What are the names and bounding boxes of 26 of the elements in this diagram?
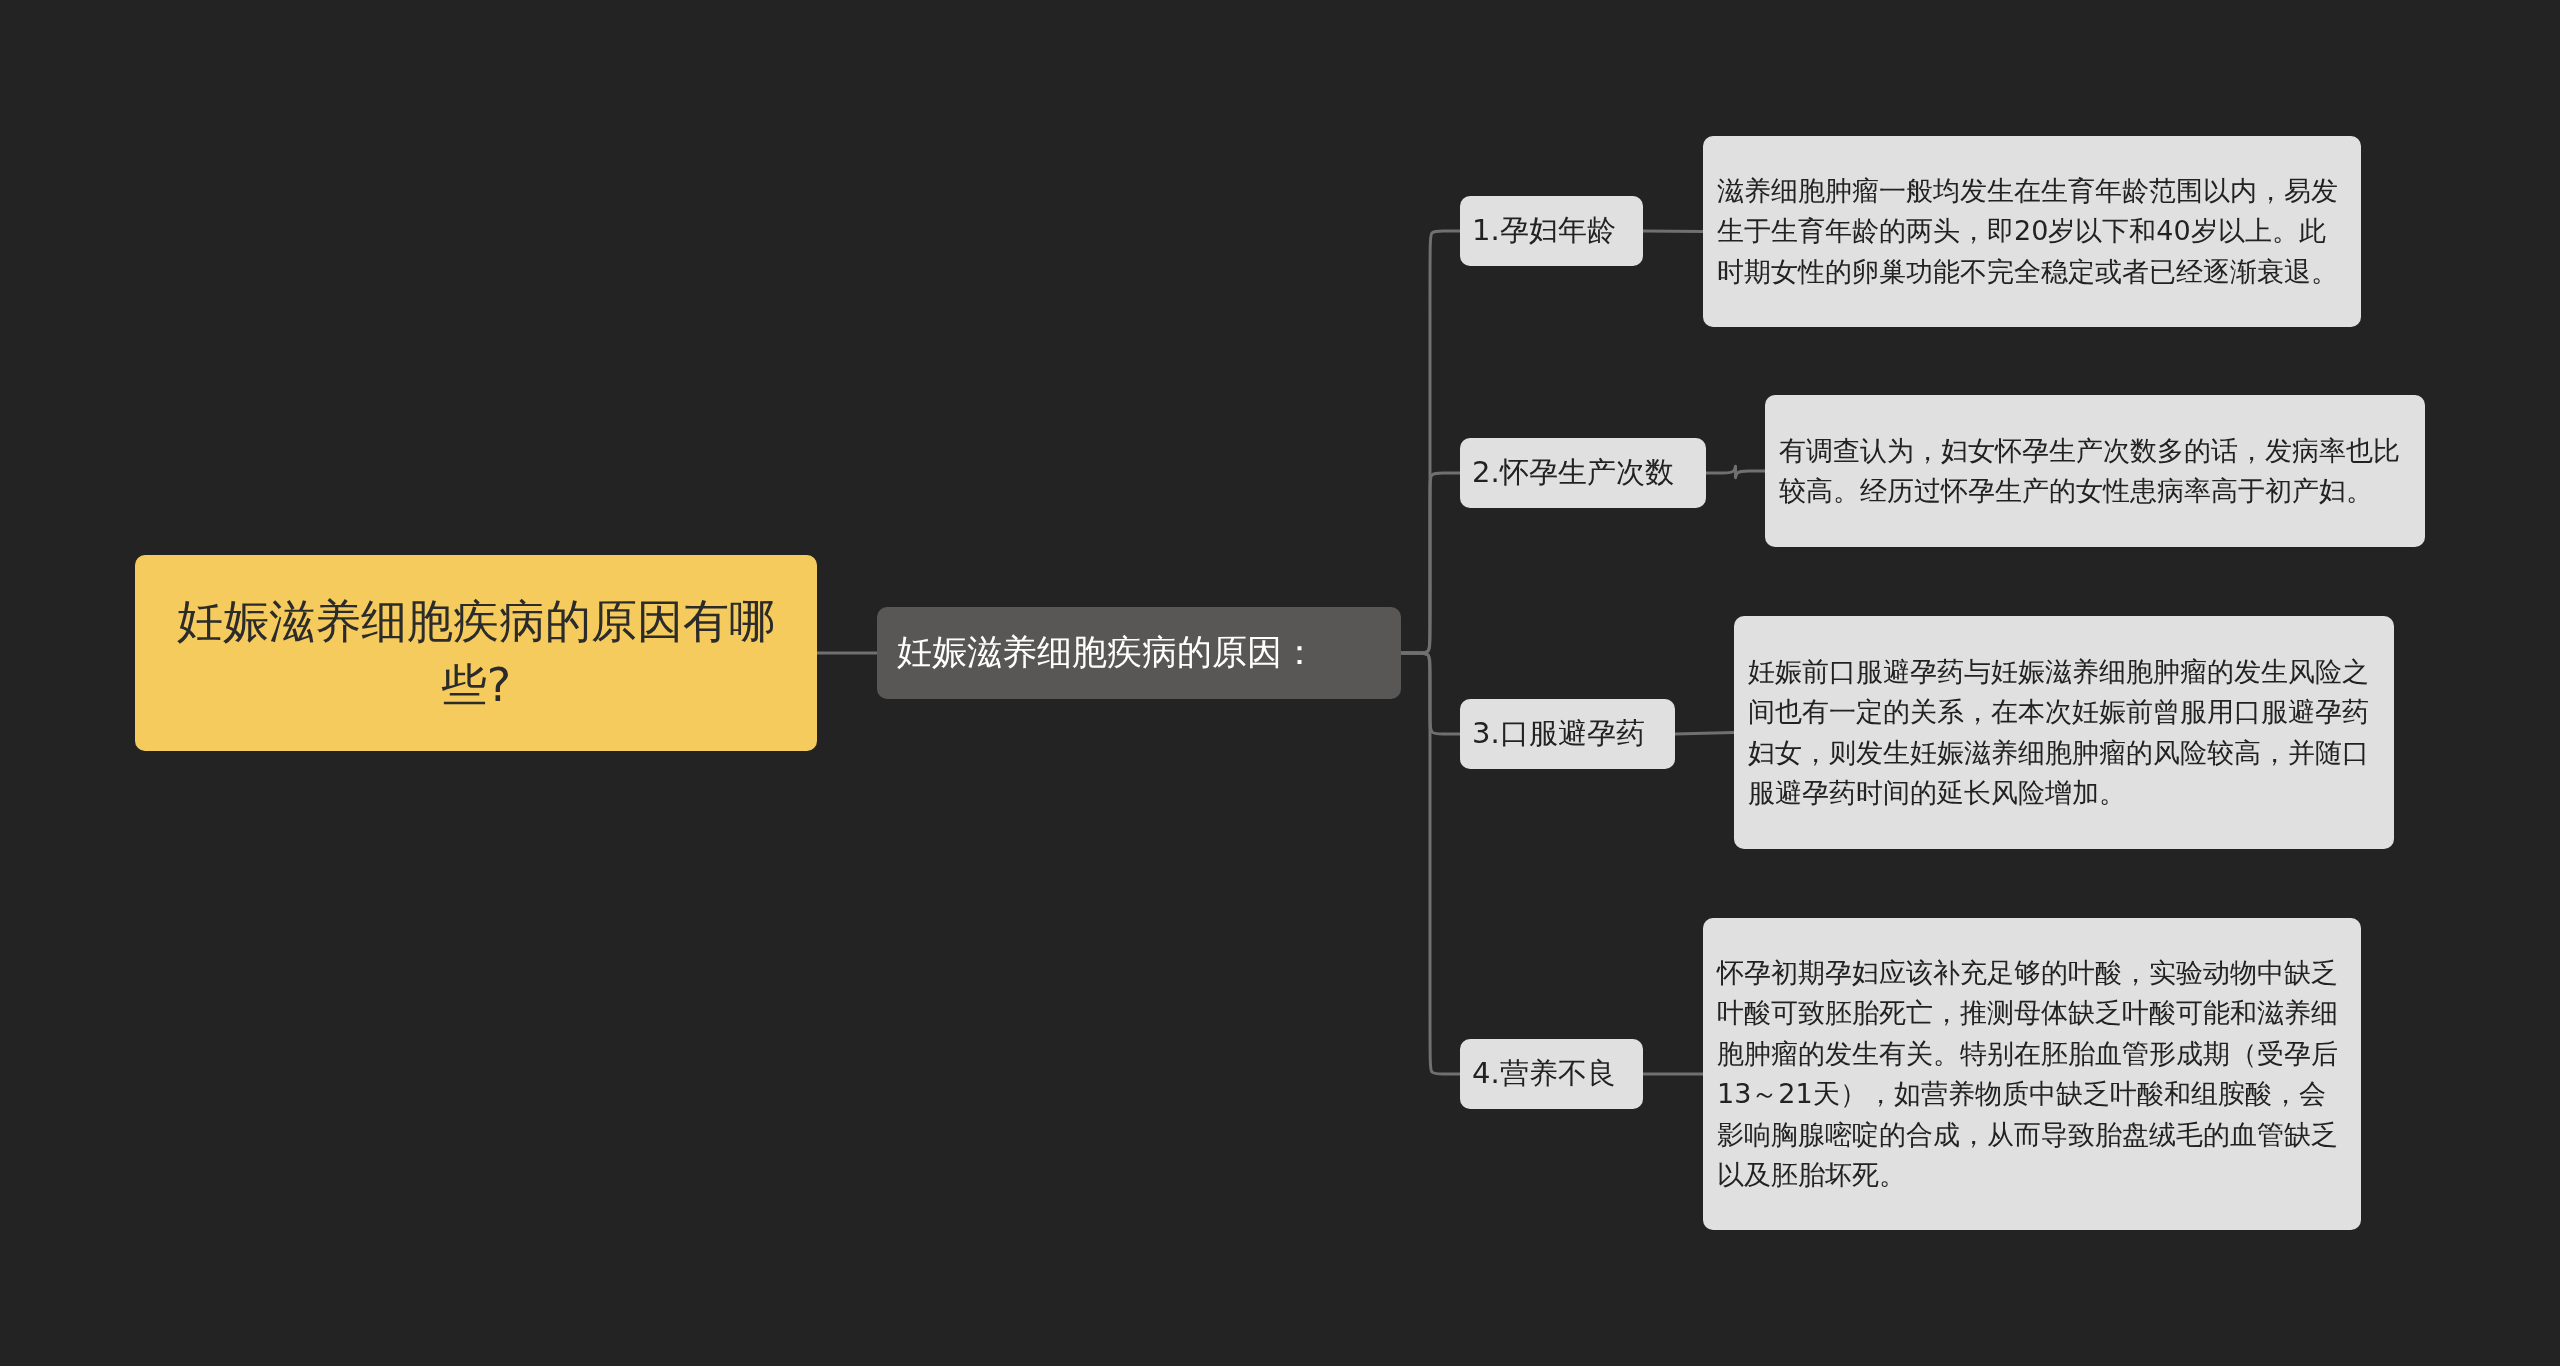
branch-topic-text: 1.孕妇年龄 (1472, 212, 1616, 250)
detail-box (1703, 918, 2361, 1230)
detail-text: 妊娠前口服避孕药与妊娠滋养细胞肿瘤的发生风险之间也有一定的关系，在本次妊娠前曾服用口服避孕药妇女，则发生妊娠滋养细胞肿瘤的风险较高，并随口服避孕药时间的延长风险增加。 (1748, 654, 2370, 810)
main-topic-text: 妊娠滋养细胞疾病的原因： (897, 631, 1317, 675)
branch-topic-text: 3.口服避孕药 (1472, 715, 1645, 753)
branch-topic-text: 4.营养不良 (1472, 1055, 1616, 1093)
connector-line (817, 651, 877, 655)
detail-box (1765, 395, 2425, 547)
detail-box (1734, 616, 2394, 849)
connector-line (1643, 1072, 1703, 1076)
main-topic-box (877, 607, 1401, 699)
connector-line (1706, 465, 1765, 479)
detail-text: 怀孕初期孕妇应该补充足够的叶酸，实验动物中缺乏叶酸可致胚胎死亡，推测母体缺乏叶酸可能和滋养细胞肿瘤的发生有关。特别在胚胎血管形成期（受孕后13～21天），如营养物质中缺乏叶酸和组胺酸，会影响胸腺嘧啶的合成，从而导致胎盘绒毛的血管缺乏以及胚胎坏死。 (1717, 955, 2339, 1192)
branch-topic-box (1460, 699, 1675, 769)
central-topic-text: 妊娠滋养细胞疾病的原因有哪些? (176, 592, 776, 714)
detail-box (1703, 136, 2361, 327)
connector-line (1643, 229, 1703, 233)
branch-topic-box (1460, 196, 1643, 266)
branch-topic-box (1460, 1039, 1643, 1109)
branch-topic-text: 2.怀孕生产次数 (1472, 454, 1674, 492)
central-topic-box (135, 555, 817, 751)
detail-text: 有调查认为，妇女怀孕生产次数多的话，发病率也比较高。经历过怀孕生产的女性患病率高于初产妇。 (1779, 433, 2401, 508)
detail-text: 滋养细胞肿瘤一般均发生在生育年龄范围以内，易发生于生育年龄的两头，即20岁以下和40岁以上。此时期女性的卵巢功能不完全稳定或者已经逐渐衰退。 (1717, 173, 2339, 289)
connector-line (1674, 731, 1735, 736)
branch-topic-box (1460, 438, 1706, 508)
connector-line (1401, 651, 1460, 1076)
